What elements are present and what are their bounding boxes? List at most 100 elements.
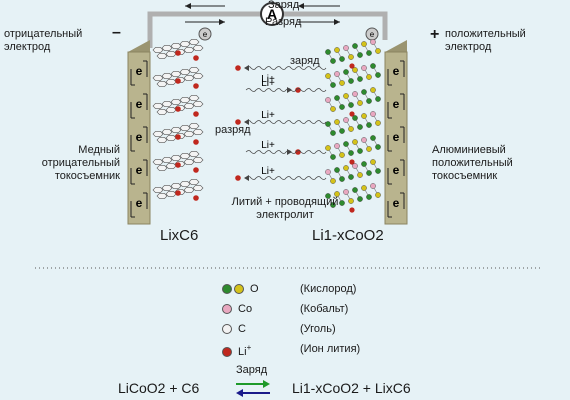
ion-path (245, 176, 327, 180)
carbon-ring (179, 153, 191, 159)
carbon-ring (188, 95, 200, 101)
lattice-atom (343, 165, 349, 171)
plate-arrow-icon (130, 69, 135, 86)
lattice-atom (352, 115, 358, 121)
discharge-direction-label: разряд (215, 124, 251, 136)
li-ion (235, 119, 241, 125)
intercalated-li (193, 195, 199, 201)
lattice-atom (352, 163, 358, 169)
li-ion (235, 175, 241, 181)
lattice-atom (339, 200, 345, 206)
lattice-atom (348, 126, 354, 132)
legend-item: C (222, 323, 246, 335)
ion-arrow-icon (244, 119, 249, 125)
carbon-ring (161, 185, 173, 191)
carbon-ring (156, 165, 168, 171)
intercalated-li (175, 190, 181, 196)
lattice-atom (334, 119, 340, 125)
plate-arrow-icon (143, 159, 148, 176)
lattice-atom (343, 69, 349, 75)
plate-arrow-icon (387, 102, 392, 119)
lattice-atom (366, 122, 372, 128)
electron-left-icon: e (198, 27, 212, 41)
lattice-atom (375, 144, 381, 150)
ion-path (245, 120, 327, 124)
plate-arrow-icon (400, 192, 405, 209)
lattice-atom (330, 106, 336, 112)
carbon-ring (188, 123, 200, 129)
carbon-ring (156, 137, 168, 143)
carbon-ring (183, 103, 195, 109)
electrolyte-label: Литий + проводящий электролит (231, 196, 339, 221)
ammeter-icon: A (260, 2, 284, 26)
carbon-ring (192, 73, 204, 79)
graphite-layers (152, 39, 204, 201)
plate-arrow-icon (387, 69, 392, 86)
carbon-ring (165, 79, 177, 85)
lattice-atom (361, 185, 367, 191)
ammeter-label: A (267, 6, 277, 22)
intercalated-li (175, 78, 181, 84)
plate-arrow-icon (400, 93, 405, 110)
discharge-arrow-icon (298, 19, 340, 25)
legend-swatch (222, 304, 232, 315)
copper-collector-label: Медный отрицательный токосъемник (41, 144, 120, 182)
lattice-atom (343, 45, 349, 51)
legend-symbol: C (238, 323, 246, 335)
plate-arrow-icon (387, 201, 392, 218)
lattice-atom (357, 124, 363, 130)
lattice-atom (325, 169, 331, 175)
carbon-ring (165, 107, 177, 113)
lithium-ions: Li+Li+Li+Li+Li+ (235, 65, 327, 181)
li-ion-label: Li+ (261, 166, 275, 177)
carbon-ring (161, 45, 173, 51)
lattice-atom (330, 202, 336, 208)
carbon-ring (152, 159, 164, 165)
carbon-ring (192, 45, 204, 51)
lattice-atom (357, 172, 363, 178)
plate-arrow-icon (130, 135, 135, 152)
carbon-ring (192, 101, 204, 107)
carbon-ring (165, 135, 177, 141)
lattice-atom (370, 63, 376, 69)
lattice-atom (370, 111, 376, 117)
carbon-ring (152, 103, 164, 109)
lattice-atom (352, 139, 358, 145)
carbon-ring (170, 43, 182, 49)
ion-path (245, 150, 327, 154)
equation-right: Li1-xCoO2 + LixC6 (292, 380, 411, 396)
intercalated-li (193, 83, 199, 89)
carbon-ring (183, 47, 195, 53)
legend-symbol: O (250, 283, 259, 295)
lattice-atom (370, 159, 376, 165)
left-collector-plate (127, 40, 151, 225)
lattice-atom (361, 137, 367, 143)
carbon-ring (183, 187, 195, 193)
lattice-atom (325, 121, 331, 127)
lattice-atom (357, 196, 363, 202)
lattice-atom (334, 47, 340, 53)
ion-arrow-icon (287, 149, 292, 155)
intercalated-li (193, 139, 199, 145)
lattice-li (349, 159, 355, 165)
lattice-atom (343, 93, 349, 99)
carbon-ring (152, 187, 164, 193)
lattice-atom (361, 41, 367, 47)
lattice-atom (325, 97, 331, 103)
lattice-atom (325, 73, 331, 79)
carbon-ring (152, 47, 164, 53)
svg-text:e: e (370, 30, 375, 39)
li-ion (235, 65, 241, 71)
plate-arrow-icon (143, 60, 148, 77)
lattice-atom (343, 189, 349, 195)
lattice-atom (330, 178, 336, 184)
ion-arrow-icon (244, 175, 249, 181)
lattice-atom (352, 91, 358, 97)
lattice-atom (352, 43, 358, 49)
carbon-ring (188, 151, 200, 157)
lattice-atom (366, 50, 372, 56)
lattice-atom (334, 191, 340, 197)
lattice-atom (325, 193, 331, 199)
plate-electron: e (136, 97, 143, 111)
